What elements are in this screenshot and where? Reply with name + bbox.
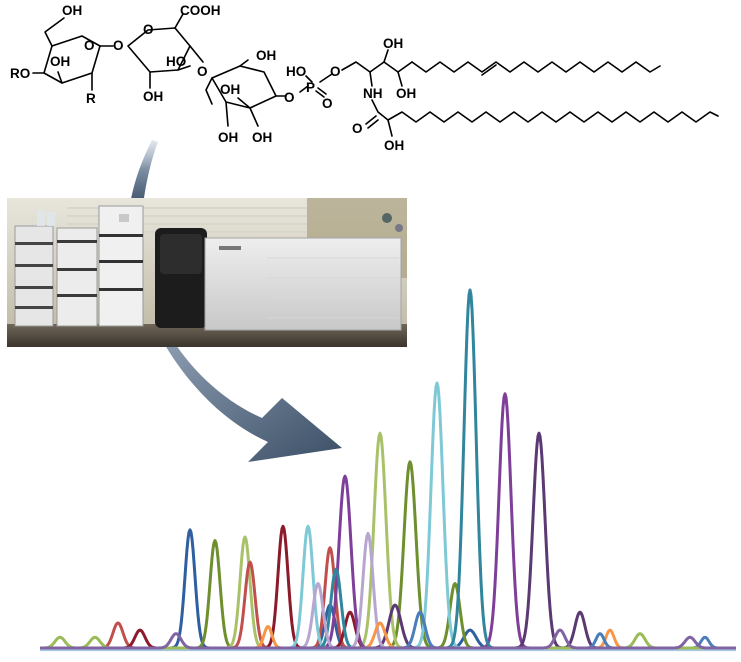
label-o-ring-2: O	[143, 22, 154, 37]
label-oh-inositol-top: OH	[256, 48, 276, 63]
amide-carbonyl	[365, 115, 379, 129]
amide-bond	[371, 99, 389, 121]
label-oh-ring2-c3: OH	[143, 89, 163, 104]
label-oh-ring1-c6: OH	[62, 3, 82, 18]
label-oh-inositol-bl: OH	[218, 130, 238, 145]
sphingo-nh-bond	[369, 71, 373, 87]
chromatogram-trace-14	[39, 628, 737, 650]
phosphate-ho-bond	[305, 75, 313, 83]
label-o-phosphate-link1: O	[284, 90, 295, 105]
label-oh-inositol-br: OH	[252, 130, 272, 145]
chromatogram-traces	[39, 288, 737, 650]
inositol-oh-top-bond	[239, 59, 249, 67]
label-oh-fatty: OH	[384, 138, 404, 153]
sphingo-oh-bottom-bond	[397, 71, 403, 87]
label-ho-ring2: HO	[166, 54, 186, 69]
label-o-glyco-2: O	[197, 64, 208, 79]
label-ho-phosphate: HO	[286, 64, 306, 79]
inositol-oh-br-bond	[249, 107, 259, 127]
sphingoid-backbone	[341, 61, 413, 73]
chromatogram	[39, 288, 737, 652]
inositol-oh-mid-bond	[237, 97, 251, 109]
ring2-cooh-bond	[174, 13, 184, 29]
label-oh-sphingo-bottom: OH	[396, 86, 416, 101]
glyco-bond-2a	[189, 45, 204, 63]
label-o-ring-1: O	[84, 38, 95, 53]
label-ro: RO	[10, 66, 30, 81]
label-r-group: R	[86, 91, 96, 106]
chromatogram-trace-6	[39, 392, 737, 650]
label-p-atom: P	[306, 80, 315, 95]
label-oh-inositol-mid: OH	[220, 82, 240, 97]
phosphate-o2-bond	[319, 73, 333, 83]
fatty-oh-bond	[387, 119, 393, 137]
label-o-phosphate-eq: O	[322, 96, 333, 111]
label-cooh: COOH	[180, 3, 221, 18]
phosphate-double-bond	[315, 87, 327, 98]
ring1-c3-bond	[57, 71, 63, 84]
inositol-glyco-bond	[205, 77, 213, 105]
label-o-phosphate-link2: O	[330, 64, 341, 79]
sphingoid-chain	[411, 61, 661, 73]
chromatogram-trace-3	[39, 431, 737, 650]
inositol-oh-bl-bond	[225, 101, 229, 127]
chain-double-bond	[481, 64, 497, 76]
arrow-lower-body	[165, 345, 342, 462]
ring1-c6-bond	[44, 17, 65, 47]
label-oh-sphingo-top: OH	[383, 36, 403, 51]
ring2-c4-bond	[177, 65, 191, 71]
workflow-arrow	[130, 140, 342, 462]
phosphate-o-bond	[299, 85, 309, 93]
label-o-glyco-1: O	[113, 38, 124, 53]
label-o-amide: O	[352, 121, 363, 136]
chromatogram-trace-8	[39, 381, 737, 650]
sphingo-oh-top-bond	[383, 49, 389, 63]
fatty-acid-chain	[387, 111, 719, 123]
label-nh: NH	[363, 86, 383, 101]
arrow-upper-segment	[130, 140, 158, 205]
glycolipid-structure: OH RO OH R O O COOH O HO OH O OH OH OH O…	[10, 3, 719, 153]
lcms-instrument-photo	[7, 198, 407, 347]
label-oh-ring1-c3: OH	[50, 54, 70, 69]
